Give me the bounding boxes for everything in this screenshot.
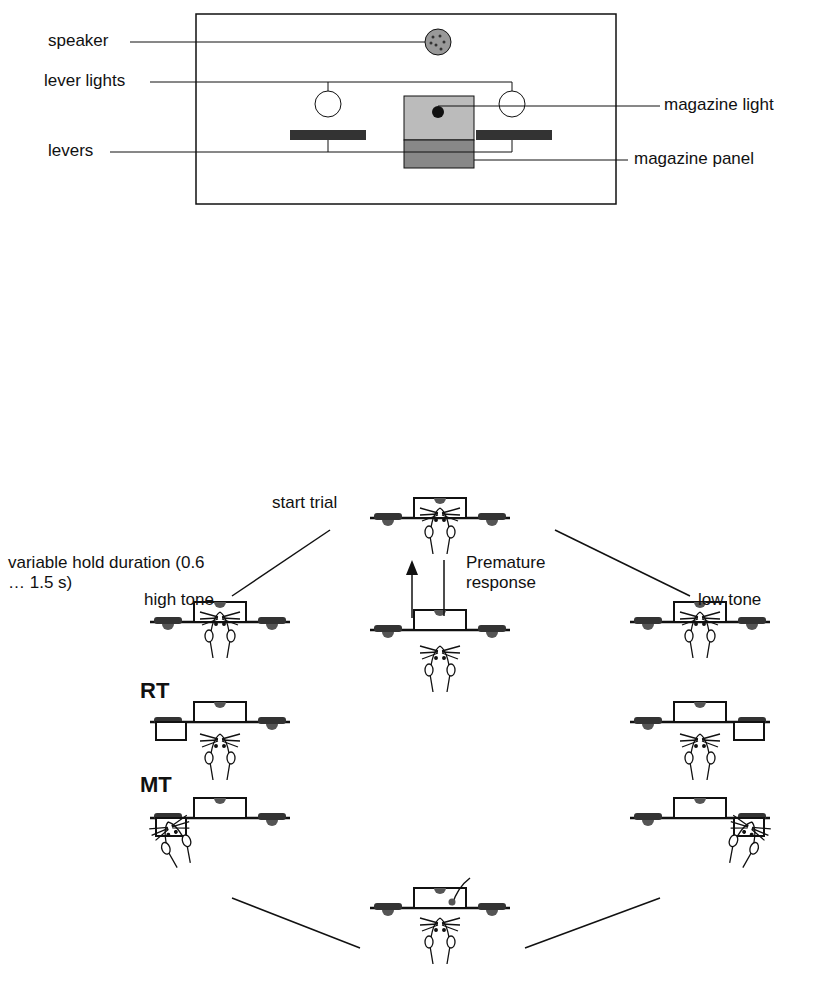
leader-label: magazine light <box>664 95 774 115</box>
leader-label: levers <box>48 141 93 161</box>
stimulus-label: low tone <box>698 590 761 610</box>
stimulus-label: high tone <box>144 590 214 610</box>
leader-label: speaker <box>48 31 108 51</box>
state-label: Premature response <box>466 553 566 594</box>
timing-label: variable hold duration (0.6 … 1.5 s) <box>8 553 208 594</box>
leader-label: magazine panel <box>634 149 754 169</box>
trial-cycle <box>149 498 771 964</box>
phase-label: RT <box>140 678 169 704</box>
operant-panel <box>110 14 660 204</box>
state-label: start trial <box>272 493 337 513</box>
phase-label: MT <box>140 772 172 798</box>
leader-label: lever lights <box>44 71 125 91</box>
